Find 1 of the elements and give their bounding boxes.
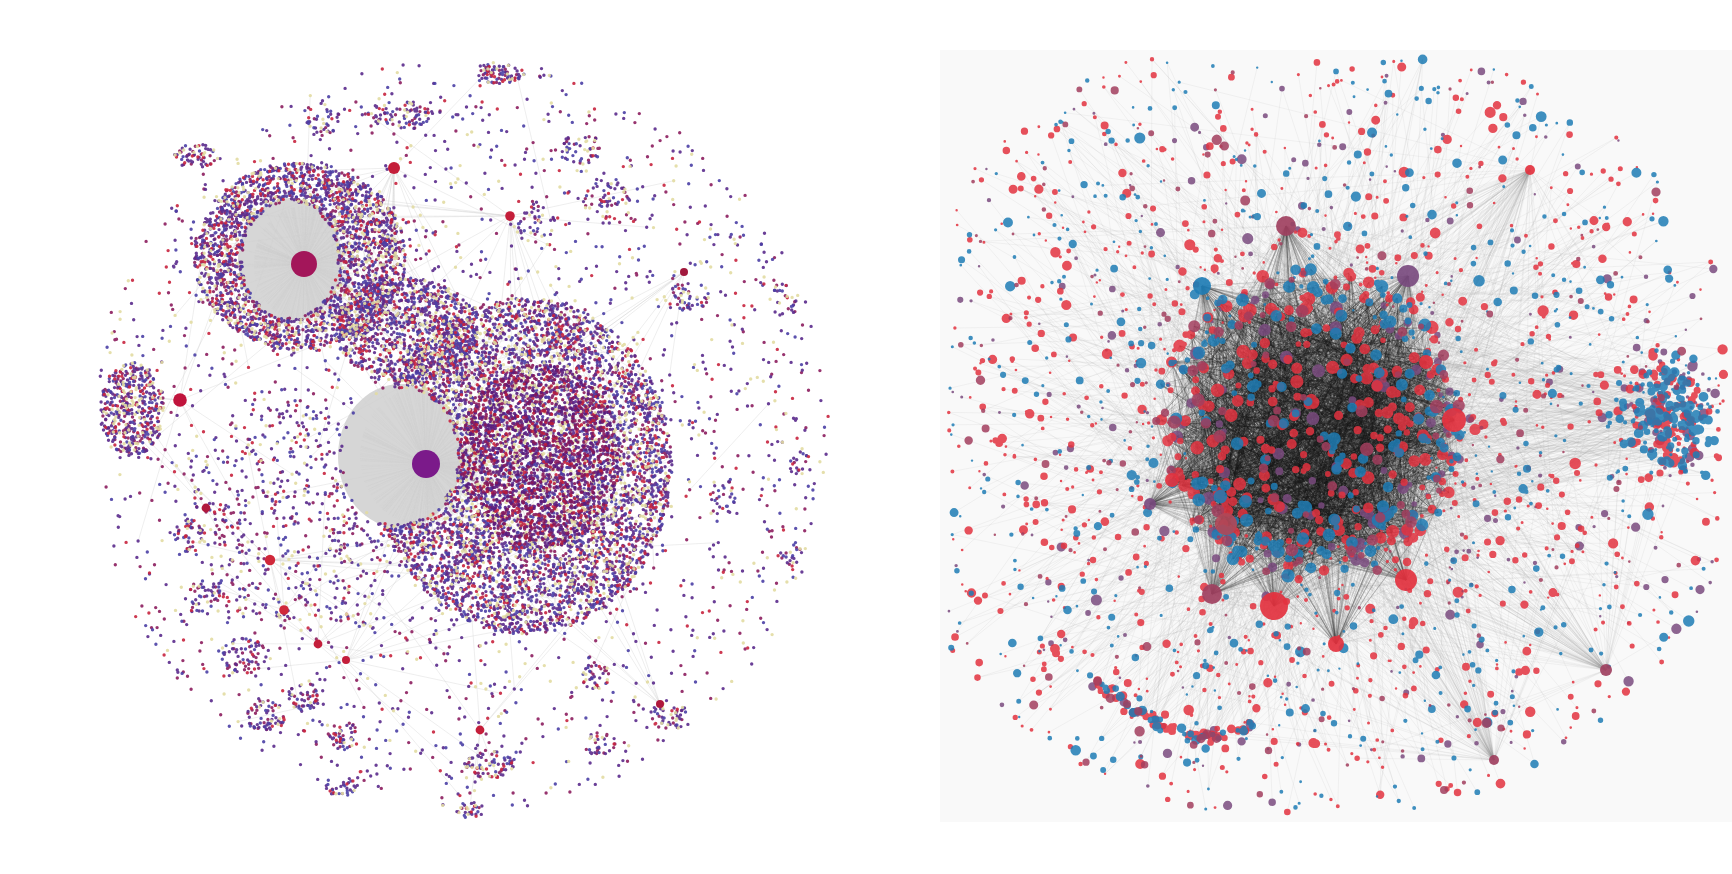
network-graph-illustration (940, 50, 1732, 822)
